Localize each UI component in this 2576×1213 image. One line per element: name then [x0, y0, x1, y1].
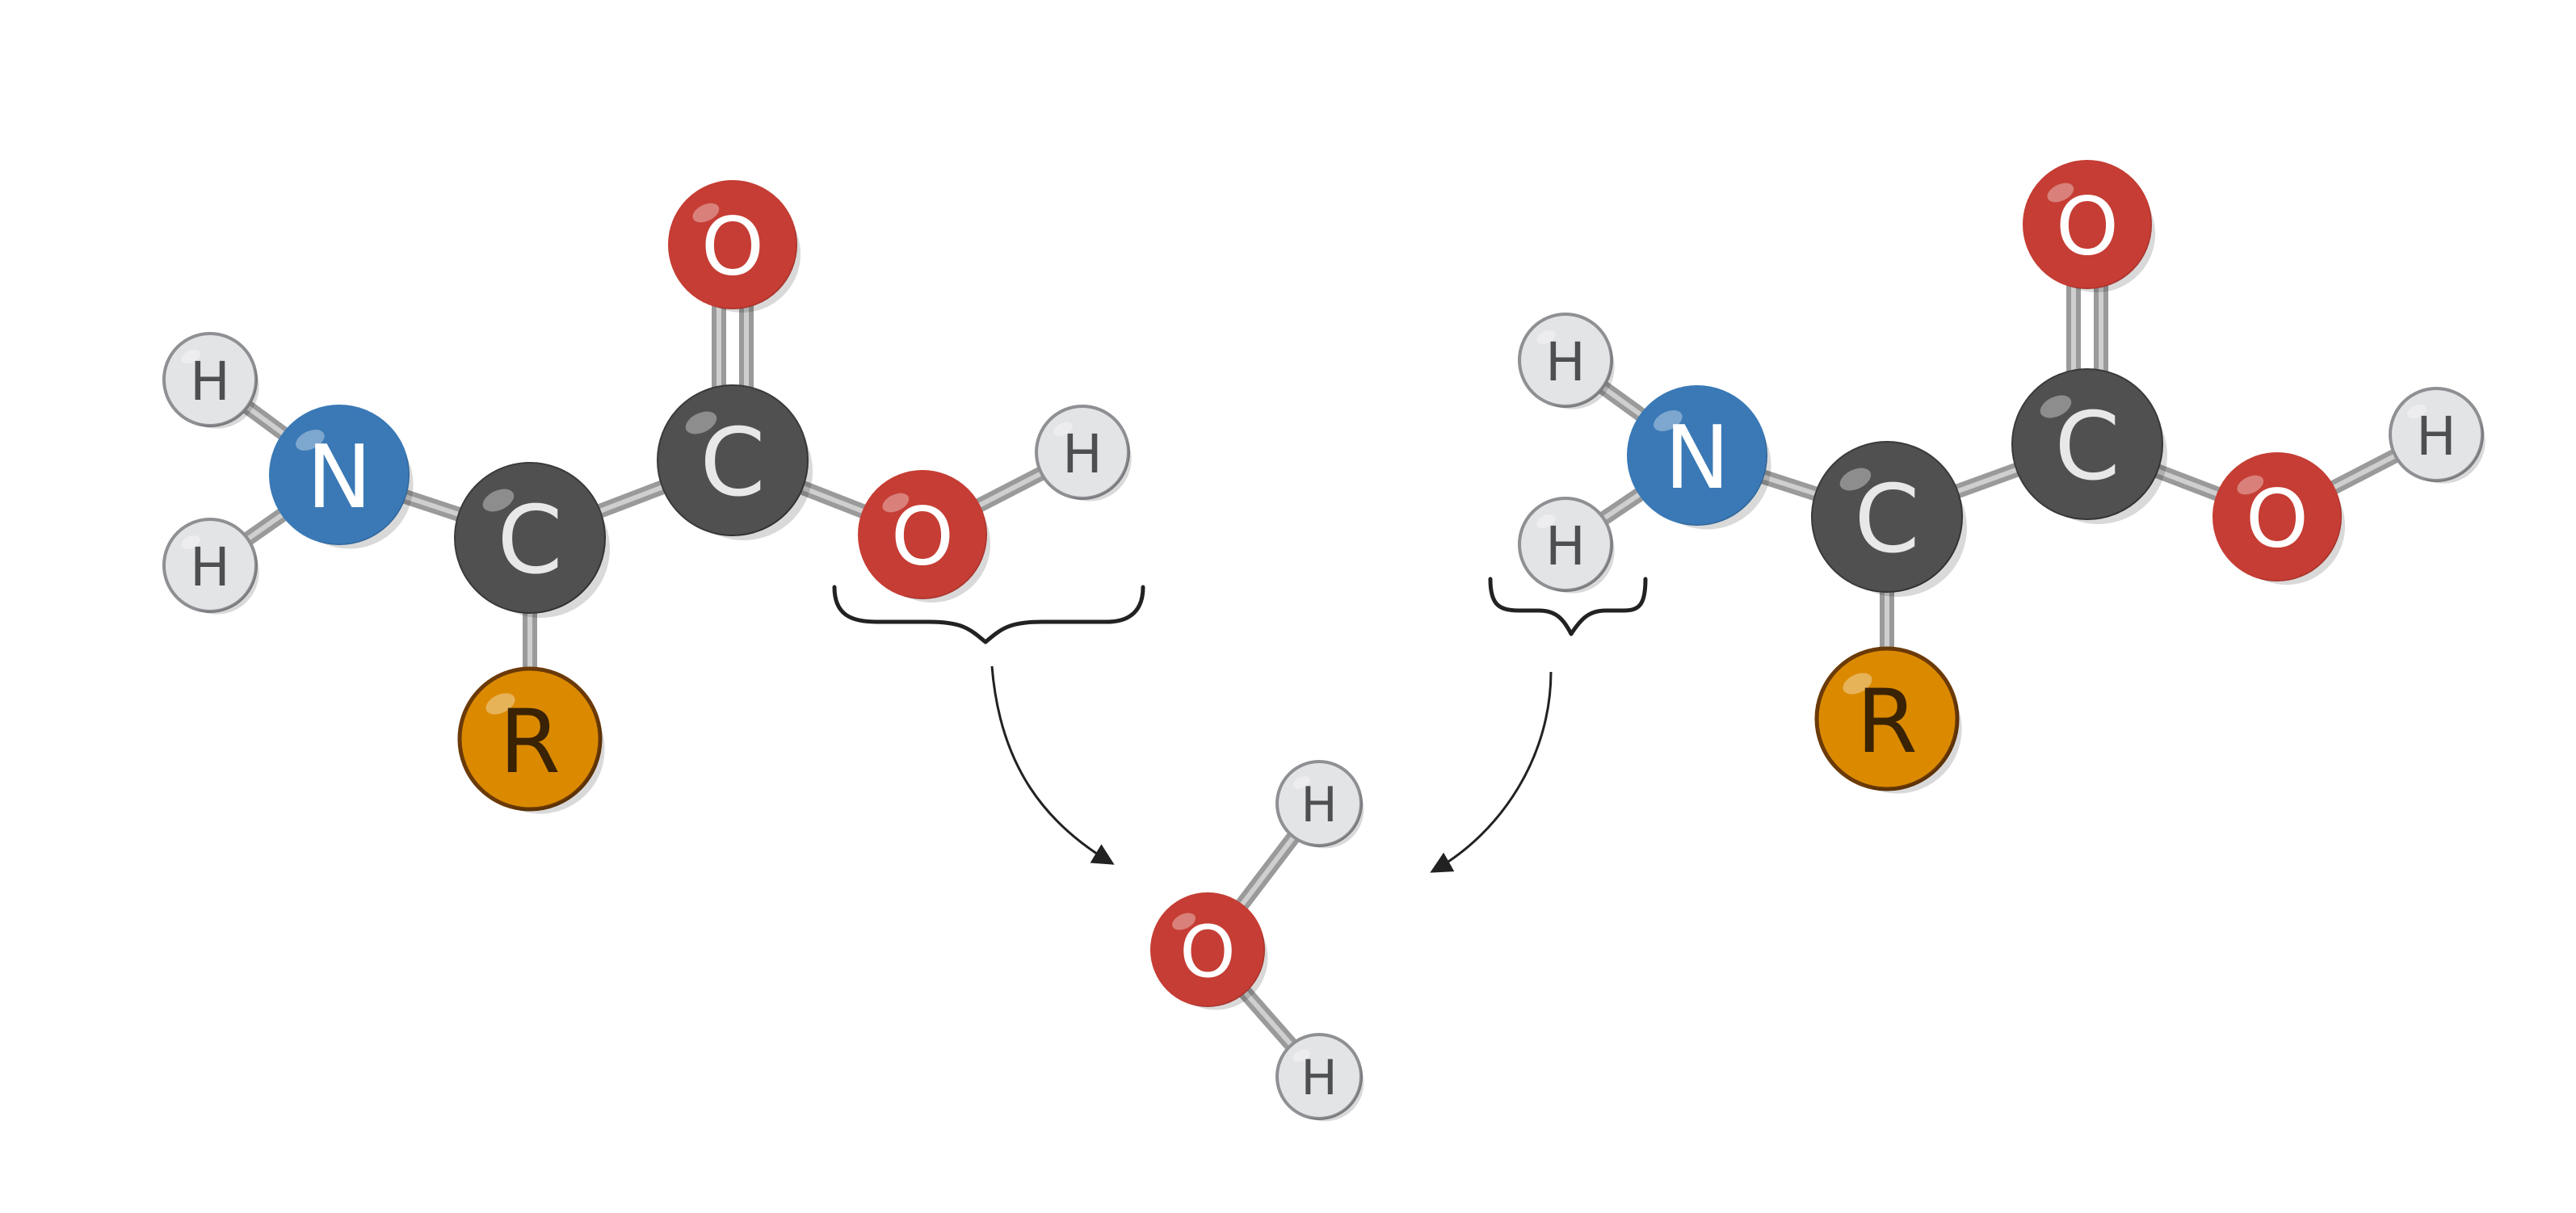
amino-acid-1-atom-h2-h: H — [162, 518, 259, 615]
amino-acid-1-atom-h1-label: H — [190, 350, 230, 413]
amino-acid-2-atom-o1-label: O — [2056, 181, 2119, 274]
h-atom-brace — [1488, 577, 1648, 636]
amino-acid-1-atom-o1-o: O — [668, 180, 801, 313]
water-atom-h2-label: H — [1301, 1050, 1337, 1106]
arrow-left-to-water — [990, 665, 1115, 865]
water-atom-o-o: O — [1150, 892, 1268, 1010]
amino-acid-1-atom-o1-label: O — [701, 201, 764, 294]
amino-acid-2-atom-h1-h: H — [1518, 313, 1615, 409]
amino-acid-1-atom-c-label: C — [700, 409, 766, 518]
amino-acid-1-atom-h3-label: H — [1062, 423, 1103, 485]
amino-acid-2-atom-o2-o: O — [2213, 452, 2346, 586]
amino-acid-1-atom-h1-h: H — [162, 332, 259, 429]
amino-acid-1-atom-o2-label: O — [891, 491, 954, 584]
amino-acid-2-atom-ca-c: C — [1811, 441, 1967, 597]
amino-acid-2-atom-ca-label: C — [1855, 465, 1920, 574]
amino-acid-2-atom-r-label: R — [1856, 670, 1918, 773]
water-atom-h1-label: H — [1301, 777, 1337, 833]
amino-acid-2-atom-h2-h: H — [1518, 497, 1615, 594]
amino-acid-1-atom-r-r: R — [457, 666, 605, 814]
water-atom-o-label: O — [1179, 910, 1235, 993]
amino-acid-2-atom-n-label: N — [1665, 408, 1730, 509]
amino-acid-1-atom-h2-label: H — [190, 536, 230, 598]
amino-acid-1-atom-ca-c: C — [454, 462, 610, 618]
amino-acid-1-atom-n-n: N — [269, 405, 414, 549]
amino-acid-2-atom-c-c: C — [2011, 368, 2167, 524]
arrow-right-to-water — [1430, 671, 1553, 873]
amino-acid-1-atom-n-label: N — [307, 427, 372, 528]
amino-acid-1-atom-ca-label: C — [498, 486, 563, 595]
amino-acid-2-atom-o2-label: O — [2246, 473, 2309, 566]
amino-acid-2-atom-r-r: R — [1814, 646, 1962, 794]
amino-acid-1-atom-o2-o: O — [858, 470, 991, 603]
amino-acid-1-atom-c-c: C — [657, 384, 813, 540]
amino-acid-2-atom-h3-label: H — [2416, 405, 2456, 468]
amino-acid-2-atom-h1-label: H — [1545, 331, 1586, 393]
oh-group-brace — [832, 585, 1145, 644]
amino-acid-2-atom-c-label: C — [2055, 392, 2120, 502]
amino-acid-2-atom-h3-h: H — [2389, 387, 2486, 484]
amino-acid-1-atom-r-label: R — [499, 690, 561, 793]
bonds — [205, 225, 2440, 1081]
water-atom-h2-h: H — [1275, 1033, 1364, 1122]
amino-acid-1-atom-h3-h: H — [1035, 405, 1132, 502]
amino-acid-2-atom-h2-label: H — [1545, 515, 1586, 577]
amino-acid-2-atom-o1-o: O — [2023, 160, 2156, 293]
amino-acid-2-atom-n-n: N — [1627, 385, 1771, 530]
water-atom-h1-h: H — [1275, 760, 1364, 849]
